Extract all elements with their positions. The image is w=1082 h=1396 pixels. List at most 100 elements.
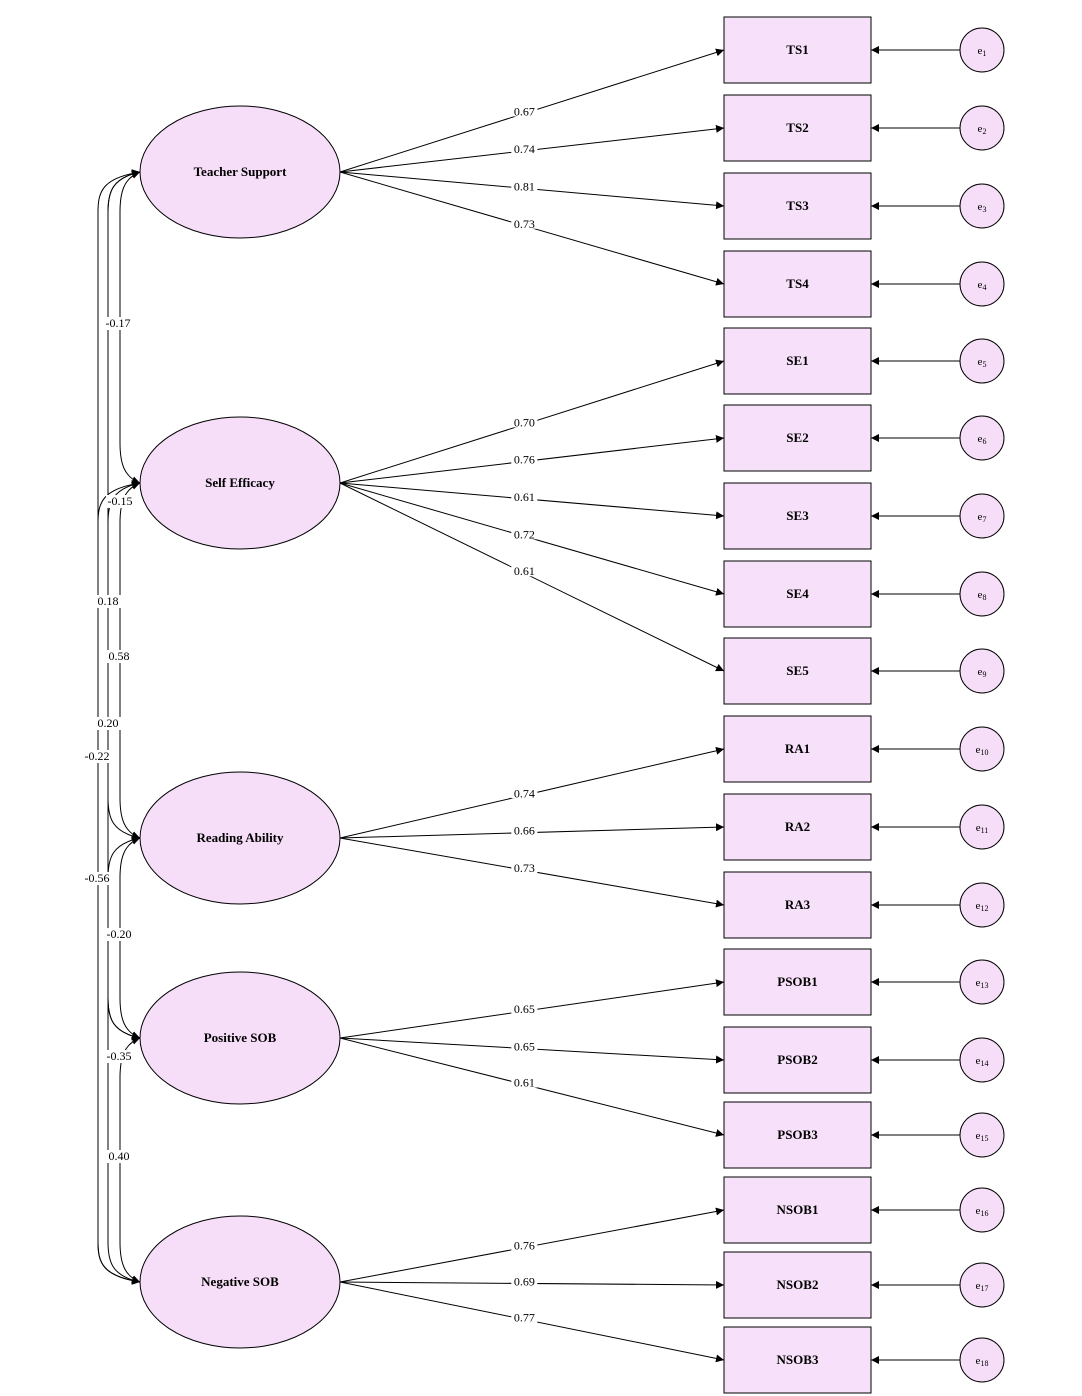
latent-ellipse: [139, 416, 341, 550]
error-circle: [959, 415, 1005, 461]
error-symbol: e: [976, 744, 981, 756]
error-symbol: e: [978, 201, 983, 213]
error-label: e18: [976, 1355, 989, 1368]
error-label: e4: [978, 279, 987, 292]
error-label: e10: [976, 744, 989, 757]
loading-label-bg: [511, 104, 538, 117]
error-subscript: 2: [982, 127, 986, 136]
correlation-value: -0.15: [108, 494, 133, 508]
loading-label-bg: [511, 1039, 538, 1052]
loading-label-bg: [511, 1238, 538, 1251]
error-symbol: e: [976, 1055, 981, 1067]
indicator-label: SE3: [786, 508, 809, 523]
error-subscript: 16: [980, 1209, 988, 1218]
error-circle: [959, 1262, 1005, 1308]
correlation-value: -0.35: [107, 1049, 132, 1063]
loading-label-bg: [511, 216, 538, 229]
indicator-box: [723, 172, 872, 240]
latent-label: Negative SOB: [201, 1274, 279, 1289]
indicator-box: [723, 1026, 872, 1094]
correlation-value: -0.22: [85, 749, 110, 763]
loading-label-bg: [511, 179, 538, 192]
error-symbol: e: [976, 977, 981, 989]
correlation-label-bg: [94, 717, 122, 730]
error-circle: [959, 493, 1005, 539]
loading-value: 0.81: [514, 179, 535, 193]
error-subscript: 12: [980, 904, 988, 913]
error-label: e3: [978, 201, 987, 214]
indicator-box: [723, 1251, 872, 1319]
error-circle: [959, 1337, 1005, 1383]
error-circle: [959, 1037, 1005, 1083]
indicator-box: [723, 637, 872, 705]
error-circle: [959, 804, 1005, 850]
error-subscript: 5: [982, 360, 986, 369]
correlation-label-bg: [105, 928, 133, 941]
indicator-label: NSOB1: [777, 1202, 819, 1217]
error-label: e6: [978, 433, 987, 446]
error-subscript: 14: [980, 1059, 988, 1068]
error-circle: [959, 338, 1005, 384]
indicator-label: SE5: [786, 663, 809, 678]
error-label: e8: [978, 589, 987, 602]
loading-value: 0.61: [514, 490, 535, 504]
error-label: e13: [976, 977, 989, 990]
correlation-label-bg: [83, 872, 111, 885]
latent-label: Positive SOB: [204, 1030, 277, 1045]
error-circle: [959, 1112, 1005, 1158]
loading-label-bg: [511, 415, 538, 428]
latent-ellipse: [139, 771, 341, 905]
loading-value: 0.73: [514, 861, 535, 875]
indicator-label: TS2: [786, 120, 808, 135]
indicator-box: [723, 1101, 872, 1169]
error-symbol: e: [978, 511, 983, 523]
indicator-label: RA3: [785, 897, 811, 912]
latent-ellipse: [139, 1215, 341, 1349]
error-label: e17: [976, 1280, 989, 1293]
error-subscript: 1: [982, 49, 986, 58]
error-subscript: 8: [982, 593, 986, 602]
error-symbol: e: [978, 433, 983, 445]
error-subscript: 7: [982, 515, 986, 524]
indicator-box: [723, 16, 872, 84]
loading-value: 0.74: [514, 142, 535, 156]
correlation-label-bg: [104, 317, 132, 330]
error-subscript: 10: [980, 748, 988, 757]
loading-arrow: [339, 482, 725, 672]
correlation-label-bg: [83, 750, 111, 763]
error-label: e9: [978, 666, 987, 679]
loading-label-bg: [511, 141, 538, 154]
error-circle: [959, 1187, 1005, 1233]
indicator-label: RA2: [785, 819, 810, 834]
correlation-value: 0.20: [98, 716, 119, 730]
error-label: e11: [976, 822, 989, 835]
loading-value: 0.77: [514, 1310, 535, 1324]
error-symbol: e: [978, 279, 983, 291]
error-symbol: e: [976, 1130, 981, 1142]
loading-label-bg: [511, 489, 538, 502]
loading-label-bg: [511, 1274, 538, 1287]
loading-label-bg: [511, 786, 538, 799]
loading-value: 0.72: [514, 527, 535, 541]
latent-label: Reading Ability: [196, 830, 284, 845]
correlation-label-bg: [105, 650, 133, 663]
loading-value: 0.73: [514, 217, 535, 231]
loading-value: 0.76: [514, 452, 535, 466]
error-subscript: 15: [980, 1134, 988, 1143]
correlation-value: 0.40: [109, 1149, 130, 1163]
correlation-value: 0.58: [109, 649, 130, 663]
indicator-label: SE1: [786, 353, 808, 368]
indicator-label: TS4: [786, 276, 809, 291]
error-circle: [959, 882, 1005, 928]
loading-value: 0.76: [514, 1238, 535, 1252]
loading-value: 0.74: [514, 786, 535, 800]
indicator-box: [723, 1326, 872, 1394]
loading-label-bg: [511, 1075, 538, 1088]
indicator-box: [723, 871, 872, 939]
error-label: e2: [978, 123, 987, 136]
error-label: e15: [976, 1130, 989, 1143]
error-subscript: 18: [980, 1359, 988, 1368]
error-label: e1: [978, 45, 987, 58]
correlation-label-bg: [105, 1050, 133, 1063]
